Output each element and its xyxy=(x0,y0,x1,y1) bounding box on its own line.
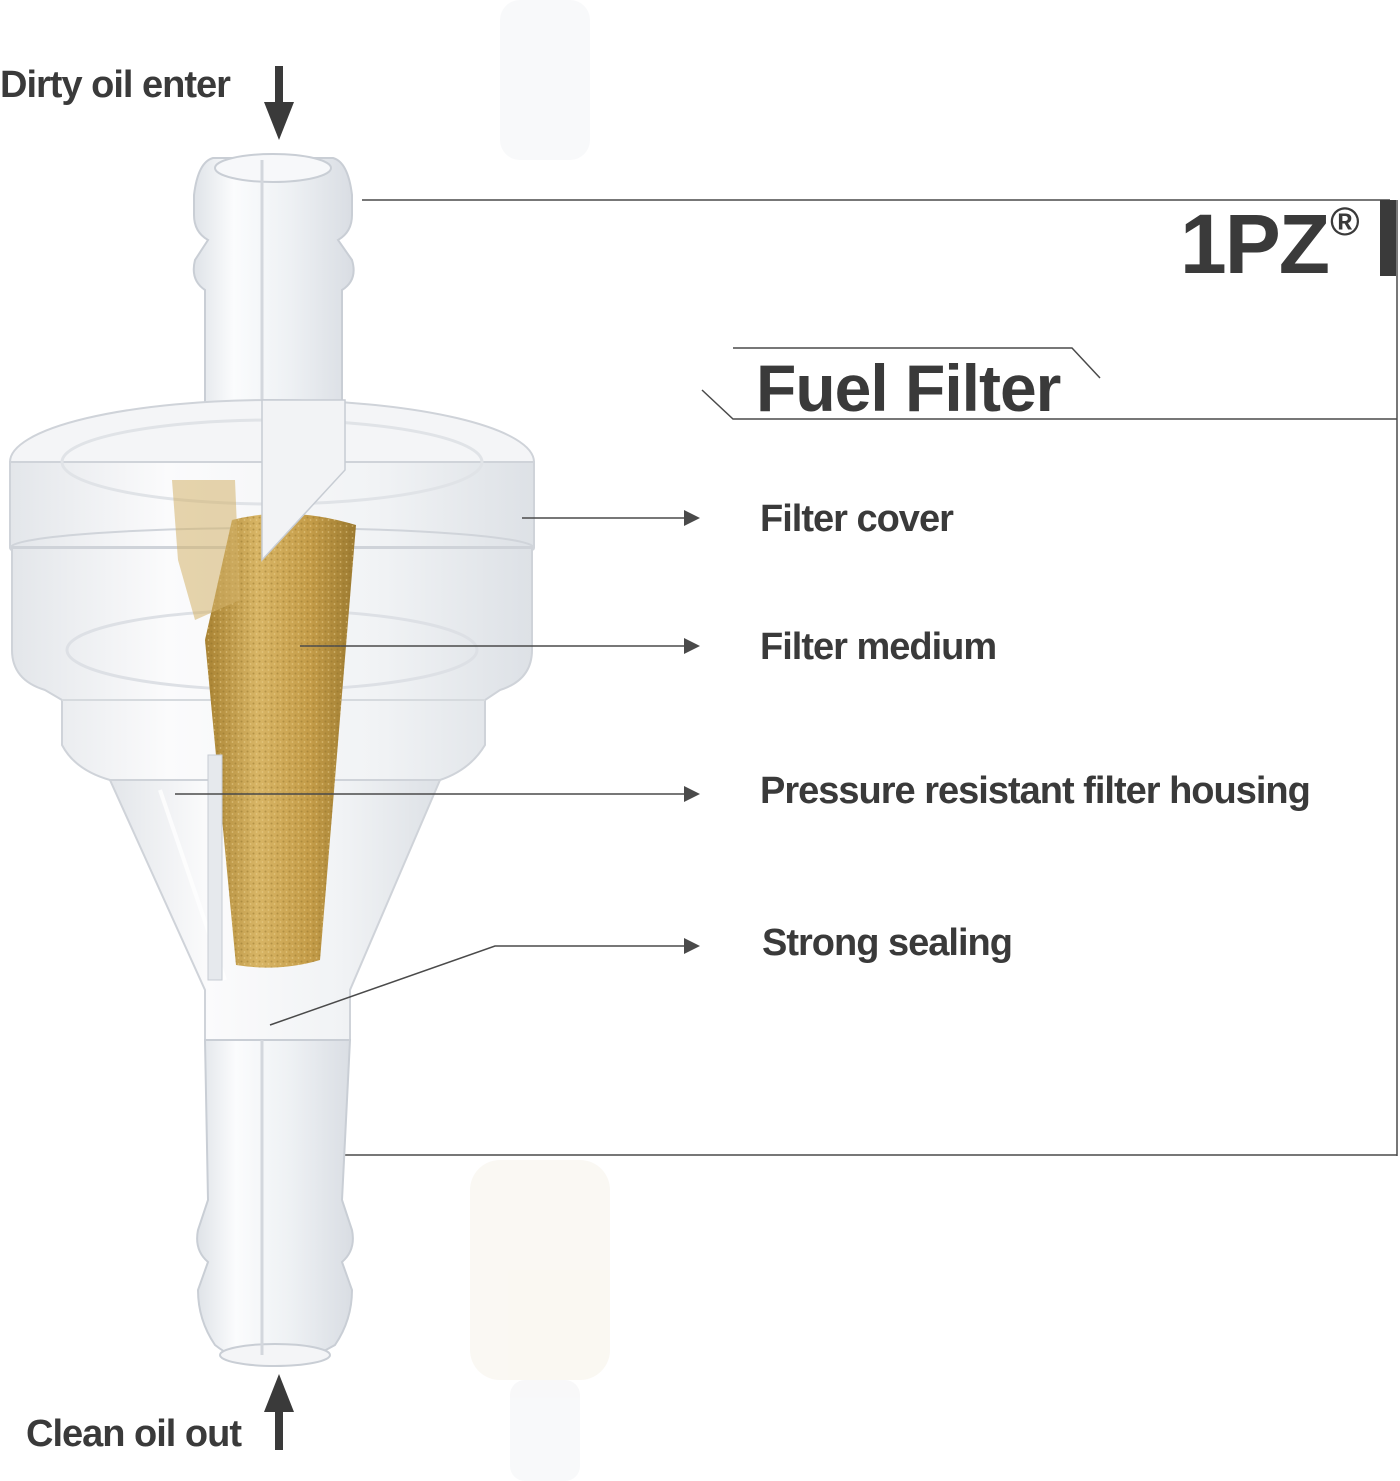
pointer-arrow-icon xyxy=(684,510,700,526)
part-label-filter-cover: Filter cover xyxy=(760,498,954,540)
flow-arrows xyxy=(264,66,294,1450)
filter-illustration xyxy=(9,153,535,1367)
pointer-arrow-icon xyxy=(684,638,700,654)
part-label-filter-medium: Filter medium xyxy=(760,626,997,668)
inlet-label: Dirty oil enter xyxy=(0,64,231,106)
pointer-arrow-icon xyxy=(684,938,700,954)
brand-accent-bar xyxy=(1380,200,1396,276)
pointer-arrow-icon xyxy=(684,786,700,802)
product-title: Fuel Filter xyxy=(756,351,1061,425)
brand-name: 1PZ xyxy=(1180,197,1330,291)
part-label-strong-sealing: Strong sealing xyxy=(762,922,1013,964)
outlet-label: Clean oil out xyxy=(26,1413,242,1455)
part-label-filter-housing: Pressure resistant filter housing xyxy=(760,770,1311,812)
ghost-reflection xyxy=(470,0,610,1481)
leader-lines xyxy=(175,510,700,1026)
info-frame xyxy=(345,199,1398,1156)
arrow-up-icon xyxy=(264,1374,294,1450)
arrow-down-icon xyxy=(264,66,294,140)
brand-logo: 1PZ® xyxy=(1180,196,1360,293)
registered-mark: ® xyxy=(1330,200,1360,244)
